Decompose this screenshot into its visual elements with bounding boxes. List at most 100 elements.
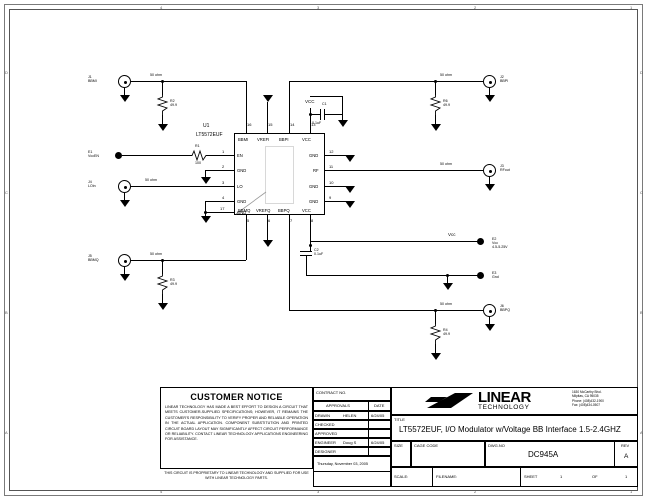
sheet-value: 1 — [560, 474, 563, 479]
label-50ohm-j1: 50 ohm — [150, 73, 162, 77]
title-value: LT5572EUF, I/O Modulator w/Voltage BB In… — [399, 425, 621, 434]
zone-mark-right-c: C — [640, 190, 643, 195]
approvals-drawn-date[interactable]: 6/24/05 — [371, 413, 385, 418]
turret-e1-refdes: E1 — [88, 150, 93, 154]
resistor-r1-refdes: R1 — [195, 144, 200, 148]
ic-pin16-number: 16 — [247, 122, 252, 127]
scale-label: SCALE: — [394, 474, 409, 479]
wire-j6-to-pin7 — [289, 310, 483, 311]
approvals-engineer-date[interactable]: 6/24/05 — [371, 440, 385, 445]
customer-notice-body: LINEAR TECHNOLOGY HAS MADE A BEST EFFORT… — [165, 405, 308, 442]
resistor-r1[interactable] — [190, 149, 210, 162]
company-phone: Phone: (408)432-1900 — [572, 398, 604, 403]
ic-pin13-number: 13 — [311, 122, 316, 127]
approvals-engineer-role: ENGINEER — [315, 440, 336, 445]
ic-pin11-name: RF — [313, 168, 319, 173]
ground-symbol-j4 — [119, 200, 130, 207]
wire-j2-to-pin14 — [289, 81, 483, 82]
rev-label: REV — [621, 443, 630, 448]
ic-u1-exposed-pad — [265, 146, 294, 204]
connector-j4-loin[interactable] — [118, 180, 131, 193]
wire-pin16-vertical — [246, 81, 247, 120]
wire-vcc-top-rail — [310, 96, 342, 97]
wire-c1-gnd-drop — [342, 114, 343, 120]
wire-pin7-vertical — [289, 228, 290, 310]
ic-pin1-number: 1 — [222, 149, 225, 154]
ground-symbol-j6 — [484, 324, 495, 331]
wire-r6-top — [435, 81, 436, 95]
of-label: OF — [592, 474, 598, 479]
connector-j6-refdes: J6 — [500, 304, 504, 308]
ic-pin16-stub — [246, 120, 247, 133]
approvals-row-designer-left — [313, 447, 369, 456]
title-label: TITLE — [394, 417, 405, 422]
approvals-drawn-name[interactable]: HELEN — [343, 413, 357, 418]
wire-j4-to-pin3 — [131, 186, 221, 187]
scale-divider — [432, 467, 433, 487]
ic-pin11-stub — [325, 170, 338, 171]
capacitor-c1-refdes: C1 — [322, 102, 327, 106]
turret-e1-vccen[interactable] — [115, 152, 122, 159]
net-label-vcc-top: VCC — [305, 99, 315, 104]
capacitor-c2-refdes: C2 — [314, 248, 319, 252]
wire-pin5-vertical — [246, 228, 247, 260]
ic-pin7-name: BBPQ — [278, 208, 290, 213]
resistor-r3[interactable] — [156, 274, 169, 294]
wire-c2-stub-top — [310, 245, 311, 251]
zone-mark-left-c: C — [5, 190, 8, 195]
resistor-r1-value: 100 — [195, 161, 201, 165]
wire-pin17-gnd-drop — [205, 212, 206, 216]
connector-j1-refdes: J1 — [88, 75, 92, 79]
approvals-approved-role: APPROVED — [315, 431, 338, 436]
resistor-r4-value: 49.9 — [443, 332, 450, 336]
resistor-r4[interactable] — [429, 324, 442, 344]
zone-mark-left-d: D — [5, 70, 8, 75]
ground-symbol-r3 — [157, 303, 168, 310]
ic-pin15-number: 15 — [268, 122, 273, 127]
wire-vcc-to-e2 — [310, 241, 480, 242]
ic-pin6-name: VREFQ — [256, 208, 271, 213]
wire-c1-left — [310, 114, 320, 115]
ic-pin9-name: GND — [309, 199, 319, 204]
zone-mark-bottom-4: 4 — [160, 489, 163, 494]
turret-e3-name: Gnd — [492, 275, 499, 279]
wire-pin4-gnd — [205, 201, 221, 202]
approvals-row-drawn-left — [313, 411, 369, 420]
resistor-r2[interactable] — [156, 95, 169, 115]
dwg-no-cell — [485, 441, 615, 467]
approvals-checked-role: CHECKED — [315, 422, 335, 427]
connector-j3-rfout[interactable] — [483, 164, 496, 177]
wire-pin6-gnd — [267, 228, 268, 240]
resistor-r6[interactable] — [429, 95, 442, 115]
connector-j2-bbpi[interactable] — [483, 75, 496, 88]
approvals-designer-role: DESIGNER — [315, 449, 336, 454]
resistor-r2-refdes: R2 — [170, 99, 175, 103]
approvals-engineer-name[interactable]: Doug S — [343, 440, 357, 445]
connector-j6-bbpq[interactable] — [483, 304, 496, 317]
date-label: DATE — [374, 403, 385, 408]
turret-e3-gnd[interactable] — [477, 272, 484, 279]
ground-symbol-j1 — [119, 95, 130, 102]
capacitor-c1-plate-a — [320, 109, 321, 120]
company-name-line1: LINEAR — [478, 389, 531, 406]
ic-pin14-name: BBPI — [279, 137, 289, 142]
ground-symbol-e3 — [442, 283, 453, 290]
ic-pin9-stub — [325, 201, 338, 202]
ic-pin10-stub — [325, 186, 338, 187]
ic-pin10-name: GND — [309, 184, 319, 189]
wire-vcc-rail-drop — [342, 96, 343, 114]
zone-mark-left-a: A — [5, 430, 8, 435]
wire-r1-to-pin1 — [210, 155, 221, 156]
connector-j4-name: LOin — [88, 184, 96, 188]
wire-j2-gnd — [489, 88, 490, 95]
connector-j1-bbmi[interactable] — [118, 75, 131, 88]
ic-pin3-number: 3 — [222, 180, 225, 185]
company-address-line2: Milpitas, CA 95035 — [572, 394, 599, 399]
ground-symbol-pin2 — [200, 177, 211, 184]
wire-pin15-gnd — [267, 102, 268, 120]
turret-e2-vcc[interactable] — [477, 238, 484, 245]
label-50ohm-j5: 50 ohm — [150, 252, 162, 256]
contract-no-label: CONTRACT NO. — [316, 390, 347, 395]
connector-j5-bbmq[interactable] — [118, 254, 131, 267]
zone-mark-right-a: A — [640, 430, 643, 435]
